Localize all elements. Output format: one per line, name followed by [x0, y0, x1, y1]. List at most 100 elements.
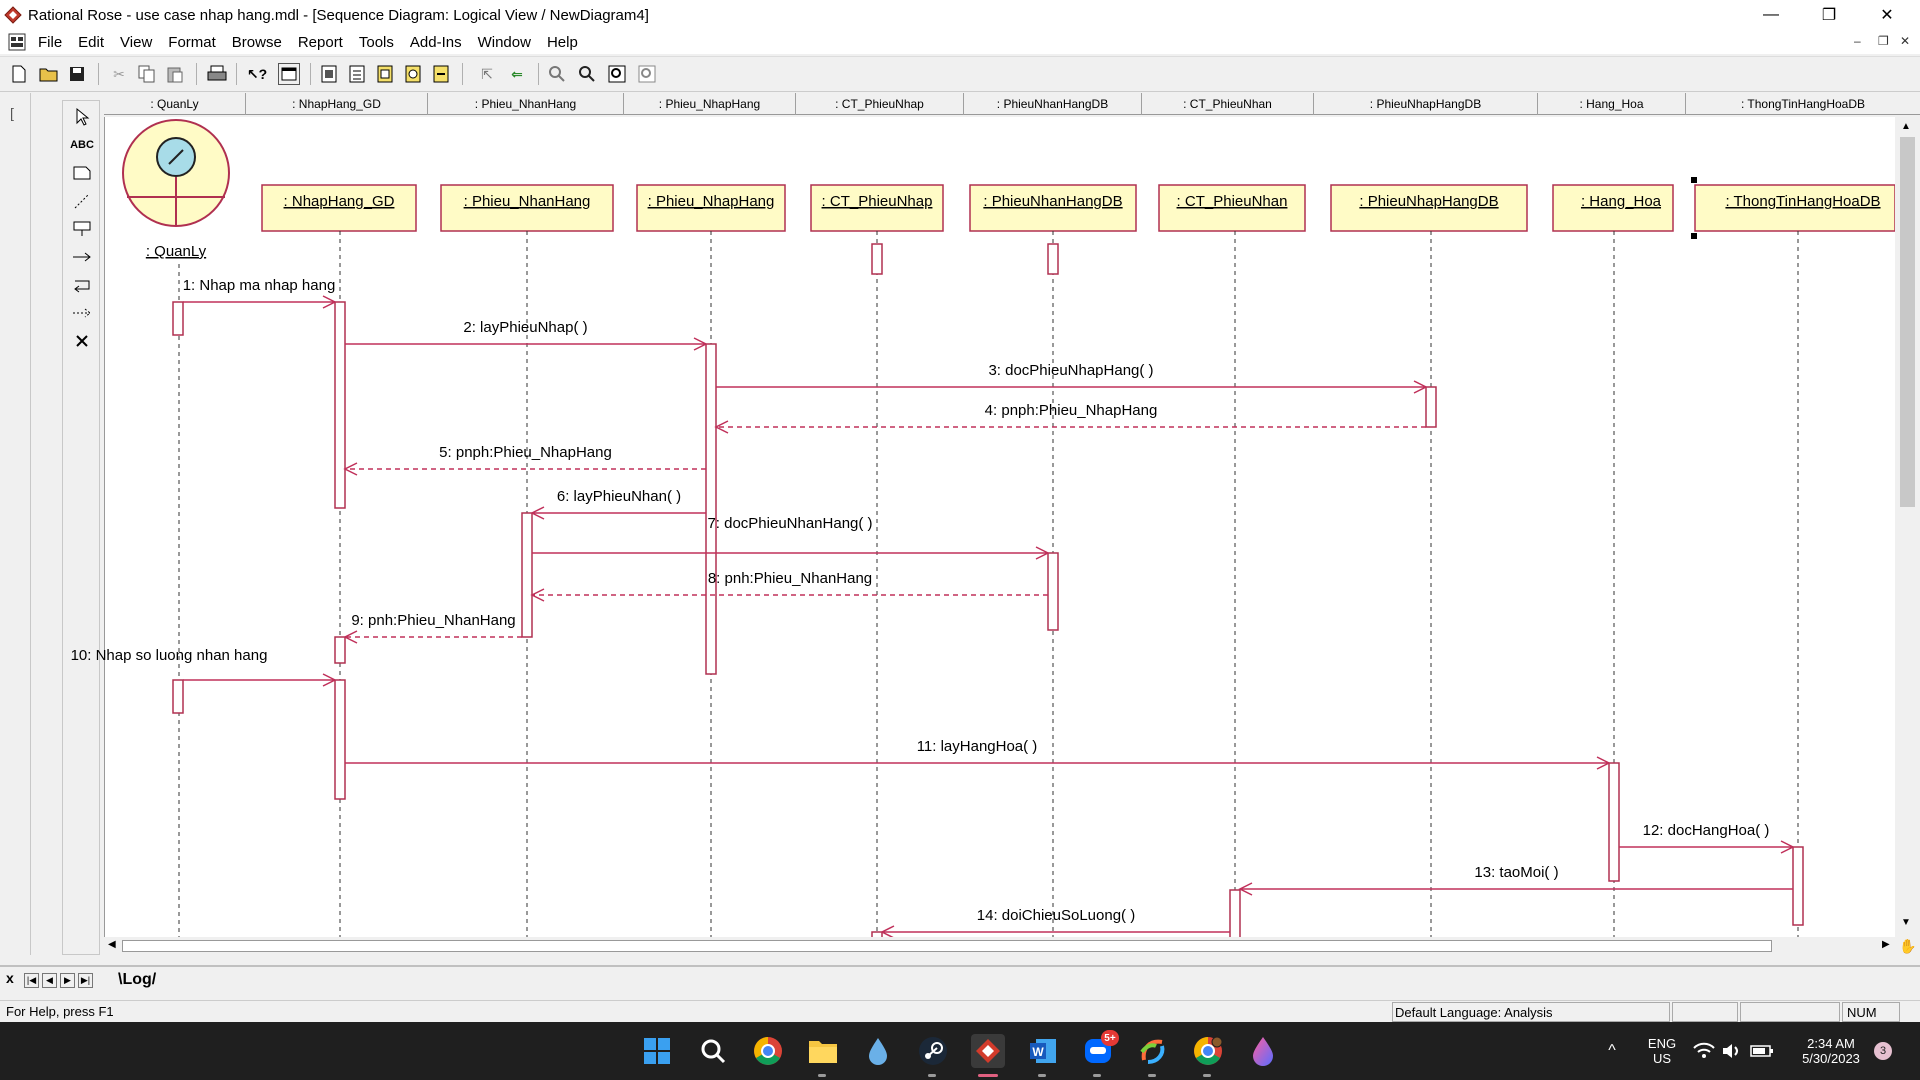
message[interactable]: 12: docHangHoa( ): [1619, 822, 1795, 854]
save-icon[interactable]: [66, 63, 88, 85]
zoom-out-icon[interactable]: [576, 63, 598, 85]
vertical-scrollbar[interactable]: ▲ ▼: [1895, 117, 1920, 937]
document-icon[interactable]: [8, 33, 26, 51]
object-box[interactable]: : Phieu_NhanHang: [440, 184, 614, 232]
menu-help[interactable]: Help: [546, 33, 578, 51]
clock[interactable]: 2:34 AM 5/30/2023: [1786, 1022, 1876, 1080]
object-tool-icon[interactable]: [69, 217, 95, 241]
lifeline-header[interactable]: : Phieu_NhanHang: [428, 93, 624, 115]
open-icon[interactable]: [38, 63, 60, 85]
rational-rose-icon[interactable]: [971, 1034, 1005, 1068]
doc-close-button[interactable]: ✕: [1900, 34, 1911, 48]
text-tool-icon[interactable]: ABC: [70, 139, 94, 151]
menu-format[interactable]: Format: [168, 33, 216, 51]
view-doc-icon[interactable]: [278, 63, 300, 85]
horizontal-scrollbar[interactable]: ◀ ▶: [104, 937, 1895, 955]
lifeline-header[interactable]: : QuanLy: [104, 93, 246, 115]
lifeline-header[interactable]: : NhapHang_GD: [246, 93, 428, 115]
object-box[interactable]: : CT_PhieuNhap: [810, 184, 944, 232]
message[interactable]: 14: doiChieuSoLuong( ): [880, 907, 1230, 939]
tray-overflow-icon[interactable]: ^: [1608, 1042, 1616, 1059]
note-tool-icon[interactable]: [69, 161, 95, 185]
battery-icon[interactable]: [1750, 1022, 1774, 1080]
context-help-icon[interactable]: ↖?: [246, 65, 268, 82]
print-icon[interactable]: [206, 63, 228, 85]
browse-deployment-icon[interactable]: [402, 63, 424, 85]
object-box[interactable]: : Phieu_NhapHang: [636, 184, 786, 232]
zoom-in-icon[interactable]: [546, 63, 568, 85]
cursor-app-icon[interactable]: [1136, 1034, 1170, 1068]
doc-restore-button[interactable]: ❐: [1878, 34, 1889, 48]
chrome-icon[interactable]: [751, 1034, 785, 1068]
message[interactable]: 13: taoMoi( ): [1238, 864, 1793, 896]
wifi-icon[interactable]: [1692, 1022, 1716, 1080]
sequence-diagram-canvas[interactable]: : QuanLy : NhapHang_GD : Phieu_NhanHang …: [71, 117, 1896, 953]
destruction-marker-icon[interactable]: [69, 329, 95, 353]
browse-previous-icon[interactable]: [430, 63, 452, 85]
browse-component-icon[interactable]: [374, 63, 396, 85]
doc-minimize-button[interactable]: –: [1854, 34, 1861, 48]
copy-icon[interactable]: [136, 63, 158, 85]
scroll-up-icon[interactable]: ▲: [1901, 121, 1911, 132]
browse-parent-icon[interactable]: ⇱: [481, 65, 493, 82]
message[interactable]: 7: docPhieuNhanHang( ): [532, 515, 1050, 560]
menu-add-ins[interactable]: Add-Ins: [409, 33, 462, 51]
file-explorer-icon[interactable]: [806, 1034, 840, 1068]
return-message-tool-icon[interactable]: [69, 301, 95, 325]
new-icon[interactable]: [8, 63, 30, 85]
object-box[interactable]: : PhieuNhapHangDB: [1330, 184, 1528, 232]
pan-hand-icon[interactable]: ✋: [1899, 937, 1917, 954]
selection-tool-icon[interactable]: [69, 105, 95, 129]
horizontal-scroll-thumb[interactable]: [122, 940, 1772, 952]
object-box[interactable]: : CT_PhieuNhan: [1158, 184, 1306, 232]
fit-window-icon[interactable]: [606, 63, 628, 85]
menu-edit[interactable]: Edit: [78, 33, 105, 51]
menu-browse[interactable]: Browse: [231, 33, 282, 51]
message[interactable]: 11: layHangHoa( ): [345, 738, 1611, 770]
minimize-button[interactable]: —: [1763, 6, 1779, 23]
menu-file[interactable]: File: [38, 33, 63, 51]
object-box[interactable]: : ThongTinHangHoaDB: [1691, 177, 1896, 239]
message[interactable]: 2: layPhieuNhap( ): [345, 319, 708, 351]
self-message-tool-icon[interactable]: [69, 273, 95, 297]
log-next-button[interactable]: ▶: [60, 973, 75, 988]
cut-icon[interactable]: ✂: [113, 65, 125, 82]
return-message[interactable]: 5: pnph:Phieu_NhapHang: [343, 444, 706, 476]
scroll-left-icon[interactable]: ◀: [108, 939, 116, 950]
log-first-button[interactable]: |◀: [24, 973, 39, 988]
message[interactable]: 10: Nhap so luong nhan hang: [71, 647, 337, 687]
message-tool-icon[interactable]: [69, 245, 95, 269]
search-icon[interactable]: [696, 1034, 730, 1068]
lifeline-header[interactable]: : CT_PhieuNhan: [1142, 93, 1314, 115]
message[interactable]: 6: layPhieuNhan( ): [530, 488, 706, 520]
word-icon[interactable]: W: [1026, 1034, 1060, 1068]
ink-drop-icon[interactable]: [861, 1034, 895, 1068]
anchor-tool-icon[interactable]: [69, 189, 95, 213]
scroll-down-icon[interactable]: ▼: [1901, 917, 1911, 928]
paste-icon[interactable]: [164, 63, 186, 85]
lifeline-header[interactable]: : CT_PhieuNhap: [796, 93, 964, 115]
windows-start-icon[interactable]: [640, 1034, 674, 1068]
log-close-button[interactable]: x: [6, 970, 14, 986]
close-button[interactable]: ✕: [1880, 7, 1894, 24]
lifeline-header[interactable]: : ThongTinHangHoaDB: [1740, 97, 1866, 111]
vertical-scroll-thumb[interactable]: [1900, 137, 1915, 507]
message[interactable]: 3: docPhieuNhapHang( ): [716, 362, 1428, 394]
volume-icon[interactable]: [1720, 1022, 1744, 1080]
colorful-drop-icon[interactable]: [1246, 1034, 1280, 1068]
actor-quanly[interactable]: [122, 119, 230, 227]
restore-button[interactable]: ❐: [1821, 7, 1837, 24]
object-box[interactable]: : PhieuNhanHangDB: [969, 184, 1137, 232]
menu-view[interactable]: View: [120, 33, 153, 51]
return-message[interactable]: 4: pnph:Phieu_NhapHang: [714, 402, 1426, 434]
log-last-button[interactable]: ▶|: [78, 973, 93, 988]
menu-report[interactable]: Report: [297, 33, 343, 51]
rational-rose-app-icon[interactable]: [4, 6, 22, 24]
lifeline-header[interactable]: : Phieu_NhapHang: [624, 93, 796, 115]
menu-tools[interactable]: Tools: [358, 33, 394, 51]
scroll-right-icon[interactable]: ▶: [1882, 939, 1890, 950]
return-message[interactable]: 8: pnh:Phieu_NhanHang: [530, 570, 1048, 602]
return-message[interactable]: 9: pnh:Phieu_NhanHang: [343, 612, 522, 644]
lifeline-header[interactable]: : Hang_Hoa: [1538, 93, 1686, 115]
log-tab[interactable]: \Log/: [118, 971, 157, 988]
